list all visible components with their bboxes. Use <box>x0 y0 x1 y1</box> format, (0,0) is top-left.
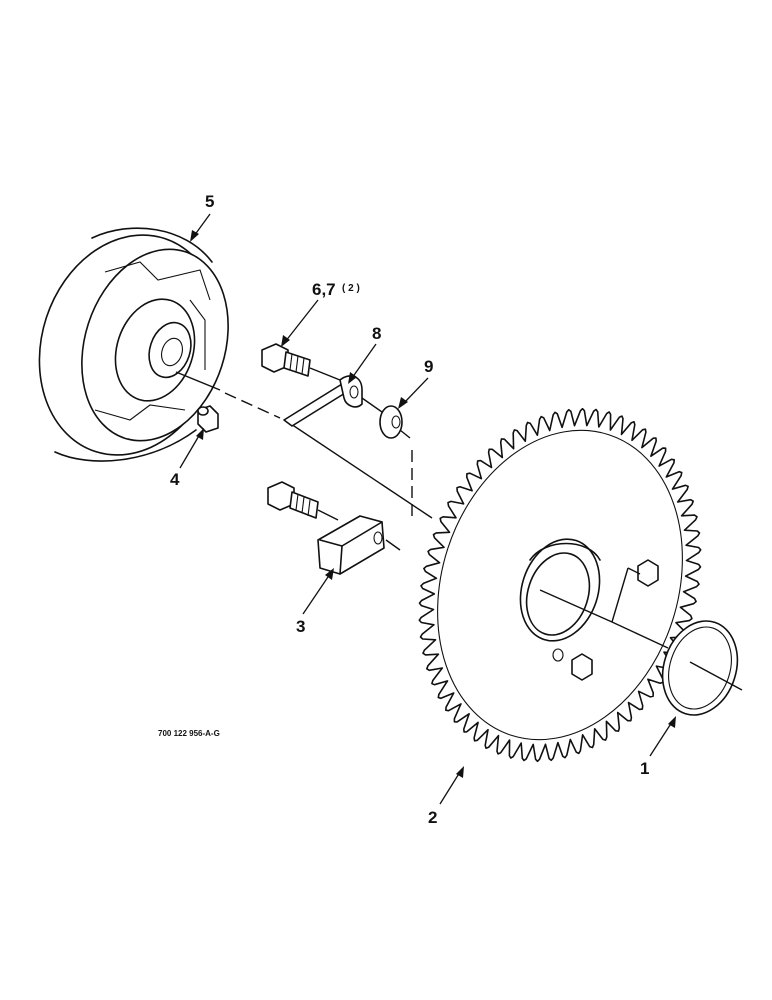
callout-6-7: 6,7 <box>312 280 336 299</box>
callout-3: 3 <box>296 617 305 636</box>
sprocket-part-2 <box>418 407 702 763</box>
leader-lines <box>179 213 676 805</box>
block-part-3 <box>317 515 401 575</box>
grease-fitting-part-4 <box>197 405 219 433</box>
figure-part-code: 700 122 956-A-G <box>158 729 220 738</box>
shaft-axis <box>175 371 433 519</box>
callout-5: 5 <box>205 192 214 211</box>
snap-ring-part-1 <box>661 620 743 716</box>
bolt-lower <box>267 481 339 521</box>
washer-part-9 <box>361 397 413 520</box>
callout-6-7-qty: ( 2 ) <box>342 283 360 294</box>
hub-drum-part-5 <box>38 227 229 462</box>
callout-1: 1 <box>640 759 649 778</box>
callout-labels: 5 6,7 ( 2 ) 8 9 4 3 2 1 <box>170 192 649 827</box>
callout-9: 9 <box>424 357 433 376</box>
callout-4: 4 <box>170 470 180 489</box>
bolt-upper-part-6-7 <box>261 343 346 383</box>
callout-2: 2 <box>428 808 437 827</box>
callout-8: 8 <box>372 324 381 343</box>
strap-part-8 <box>283 375 363 427</box>
